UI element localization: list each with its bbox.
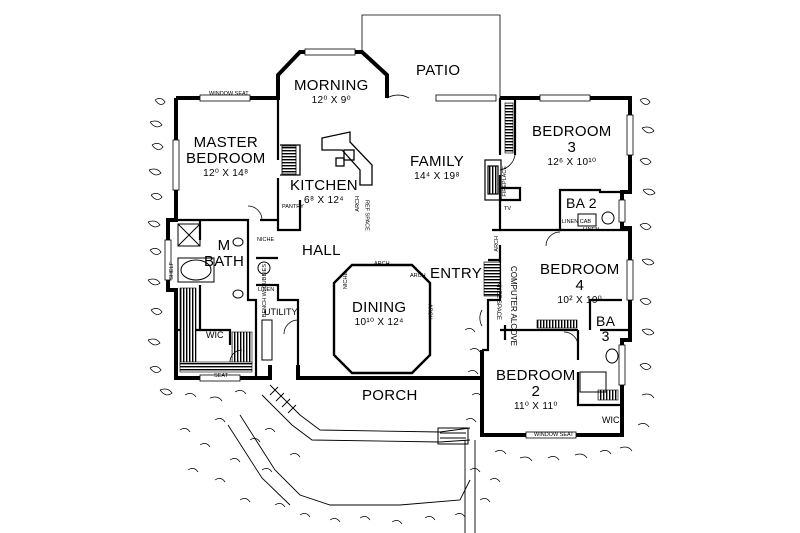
bed3-label-2: 3: [567, 138, 577, 156]
utility-label: UTILITY: [264, 307, 298, 317]
room-family: FAMILY 14⁴ X 19⁸: [410, 154, 464, 182]
note-seat: SEAT: [214, 373, 228, 379]
mbath-label-1: M: [217, 237, 231, 254]
ba3-label-2: 3: [601, 327, 610, 344]
patio-outline: [361, 14, 501, 98]
room-wic-master: WIC: [206, 330, 224, 340]
patio-label: PATIO: [416, 62, 461, 79]
bed4-dim: 10² X 10⁰: [557, 294, 603, 306]
fireplace: [484, 159, 502, 201]
note-niche-1: NICHE: [257, 237, 275, 243]
note-linen-cab: LINEN CAB: [562, 219, 592, 225]
bed3-label-1: BEDROOM: [532, 123, 612, 140]
family-dim: 14⁴ X 19⁸: [414, 170, 460, 182]
dining-octagon: [332, 263, 432, 375]
room-patio: PATIO: [416, 63, 460, 79]
note-window-seat-bed2: WINDOW SEAT: [534, 432, 574, 438]
note-shelf: SHELF: [169, 262, 175, 280]
kitchen-counter-hatch: [281, 145, 297, 175]
note-ref-space: REF SPACE: [363, 200, 370, 231]
note-arch-kitchen: ARCH: [355, 196, 361, 212]
interior-walls: [176, 98, 630, 407]
walkway: [227, 384, 476, 533]
note-niche-2: NICHE: [343, 272, 349, 290]
doors: [229, 94, 579, 363]
room-dining: DINING 10¹⁰ X 12⁴: [352, 300, 406, 328]
kitchen-label: KITCHEN: [290, 177, 358, 194]
note-arch-family: ARCH: [494, 236, 500, 252]
room-ba-2: BA 2: [566, 196, 597, 211]
dining-label: DINING: [352, 299, 407, 316]
note-linen-ba2: LINEN: [583, 227, 600, 233]
note-knee-space: KNEE SPACE: [495, 282, 501, 320]
ba3-label-1: BA: [596, 313, 616, 329]
bed2-label-2: 2: [531, 382, 541, 400]
windows: [164, 48, 634, 439]
room-hall: HALL: [302, 243, 341, 259]
room-m-bath: M BATH: [204, 238, 244, 270]
room-porch: PORCH: [362, 388, 418, 404]
note-linen-mbath: LINEN: [258, 287, 275, 293]
bed4-label-1: BEDROOM: [540, 261, 620, 278]
kitchen-island: [280, 131, 373, 186]
hall-label: HALL: [302, 242, 341, 259]
morning-label: MORNING: [294, 77, 369, 94]
room-kitchen: KITCHEN 6⁸ X 12⁴: [290, 178, 358, 206]
bed4-label-2: 4: [575, 276, 585, 294]
bed2-dim: 11⁰ X 11⁰: [513, 400, 558, 412]
room-morning: MORNING 12⁰ X 9⁰: [294, 78, 369, 106]
room-master-bedroom: MASTER BEDROOM 12⁰ X 14⁸: [186, 135, 266, 179]
master-label-1: MASTER: [193, 134, 258, 151]
note-bench: BENCH W/ CUBBIES: [262, 264, 268, 318]
hatched-closets: [179, 102, 619, 401]
room-bedroom-2: BEDROOM 2 11⁰ X 11⁰: [496, 368, 576, 412]
shrubs: [147, 98, 656, 525]
note-computer-alcove: COMPUTER ALCOVE: [509, 266, 518, 347]
entry-steps: [437, 427, 469, 445]
master-label-2: BEDROOM: [186, 149, 266, 167]
kitchen-dim: 6⁸ X 12⁴: [304, 194, 344, 206]
bed2-label-1: BEDROOM: [496, 367, 576, 384]
note-arch-dining-top: ARCH: [374, 261, 390, 267]
room-ba-3: BA 3: [596, 314, 615, 343]
note-pantry: PANTRY: [282, 204, 304, 210]
note-fireplace: FIREPLACE: [502, 166, 508, 197]
note-arch-dining-right: ARCH: [426, 304, 433, 320]
entry-label: ENTRY: [430, 265, 483, 282]
wic1-label: WIC: [206, 330, 224, 340]
room-bedroom-4: BEDROOM 4 10² X 10⁰: [540, 262, 620, 306]
note-arch-dining-corner: ARCH: [410, 273, 426, 279]
mbath-label-2: BATH: [204, 252, 245, 270]
porch-label: PORCH: [362, 387, 418, 404]
ba2-label: BA 2: [566, 195, 597, 211]
room-wic-bed2: WIC: [602, 415, 620, 425]
room-bedroom-3: BEDROOM 3 12⁶ X 10¹⁰: [532, 124, 612, 168]
family-label: FAMILY: [410, 153, 465, 170]
dining-dim: 10¹⁰ X 12⁴: [354, 316, 404, 328]
note-window-seat-master: WINDOW SEAT: [209, 91, 249, 97]
morning-dim: 12⁰ X 9⁰: [311, 94, 351, 106]
fixtures: [177, 211, 619, 393]
room-utility: UTILITY: [264, 307, 298, 317]
bed3-dim: 12⁶ X 10¹⁰: [547, 156, 597, 168]
room-entry: ENTRY: [430, 266, 482, 282]
wic2-label: WIC: [602, 415, 620, 425]
master-dim: 12⁰ X 14⁸: [203, 167, 249, 179]
note-tv: TV: [504, 206, 512, 212]
